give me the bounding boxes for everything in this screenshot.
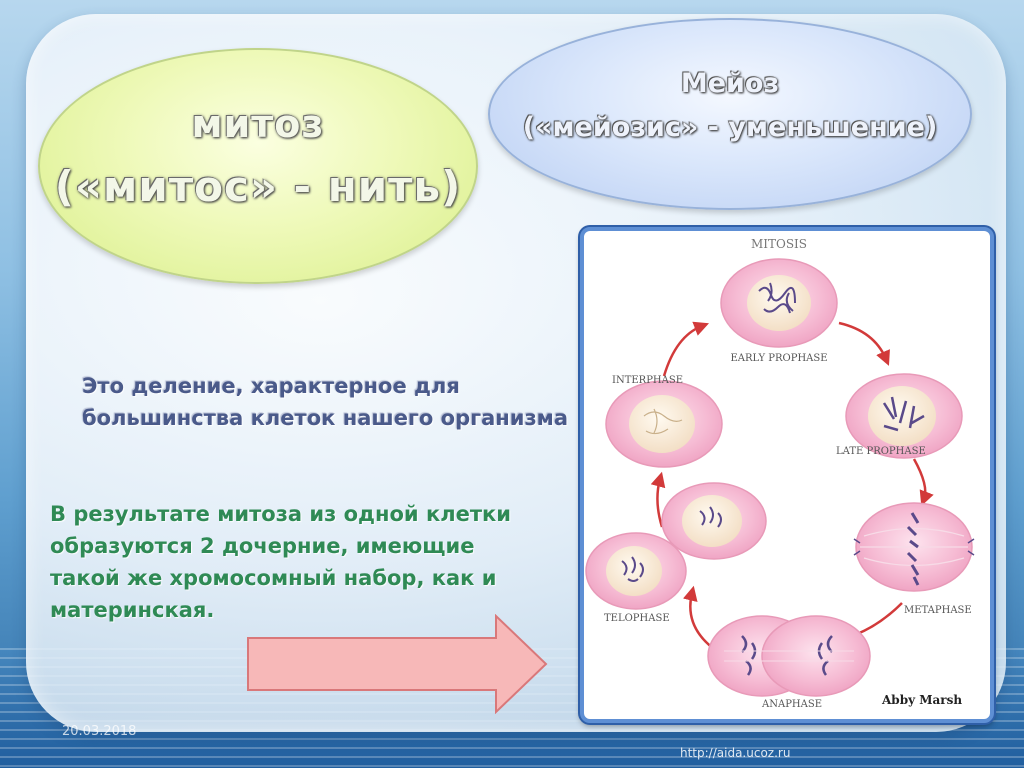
cell-early-prophase	[720, 258, 838, 348]
slide-date: 20.03.2018	[62, 724, 137, 739]
label-interphase: INTERPHASE	[612, 375, 683, 386]
mitosis-subtitle: («митос» - нить)	[54, 162, 462, 211]
label-anaphase: ANAPHASE	[761, 699, 822, 710]
cell-telophase	[585, 482, 767, 610]
right-arrow-icon	[247, 614, 548, 714]
mitosis-result-text: В результате митоза из одной клетки обра…	[50, 502, 511, 622]
diagram-title: MITOSIS	[751, 237, 807, 251]
mitosis-diagram: MITOSIS EARLY PROPHASE	[580, 227, 994, 723]
label-telophase: TELOPHASE	[604, 613, 670, 624]
diagram-credit: Abby Marsh	[881, 693, 962, 707]
cell-metaphase	[853, 502, 975, 592]
mitosis-description: Это деление, характерное для большинства…	[82, 374, 569, 430]
mitosis-ellipse: митоз («митос» - нить)	[38, 48, 478, 284]
meiosis-ellipse: Мейоз («мейозис» - уменьшение)	[488, 18, 972, 210]
meiosis-title: Мейоз	[680, 68, 780, 99]
label-late-prophase: LATE PROPHASE	[836, 446, 926, 457]
label-early-prophase: EARLY PROPHASE	[730, 353, 827, 364]
cell-anaphase	[707, 615, 871, 697]
cell-interphase	[605, 380, 723, 468]
label-metaphase: METAPHASE	[904, 605, 972, 616]
mitosis-title: митоз	[191, 102, 325, 146]
source-link[interactable]: http://aida.ucoz.ru	[680, 746, 791, 760]
cell-late-prophase	[845, 373, 963, 459]
meiosis-subtitle: («мейозис» - уменьшение)	[522, 112, 938, 143]
